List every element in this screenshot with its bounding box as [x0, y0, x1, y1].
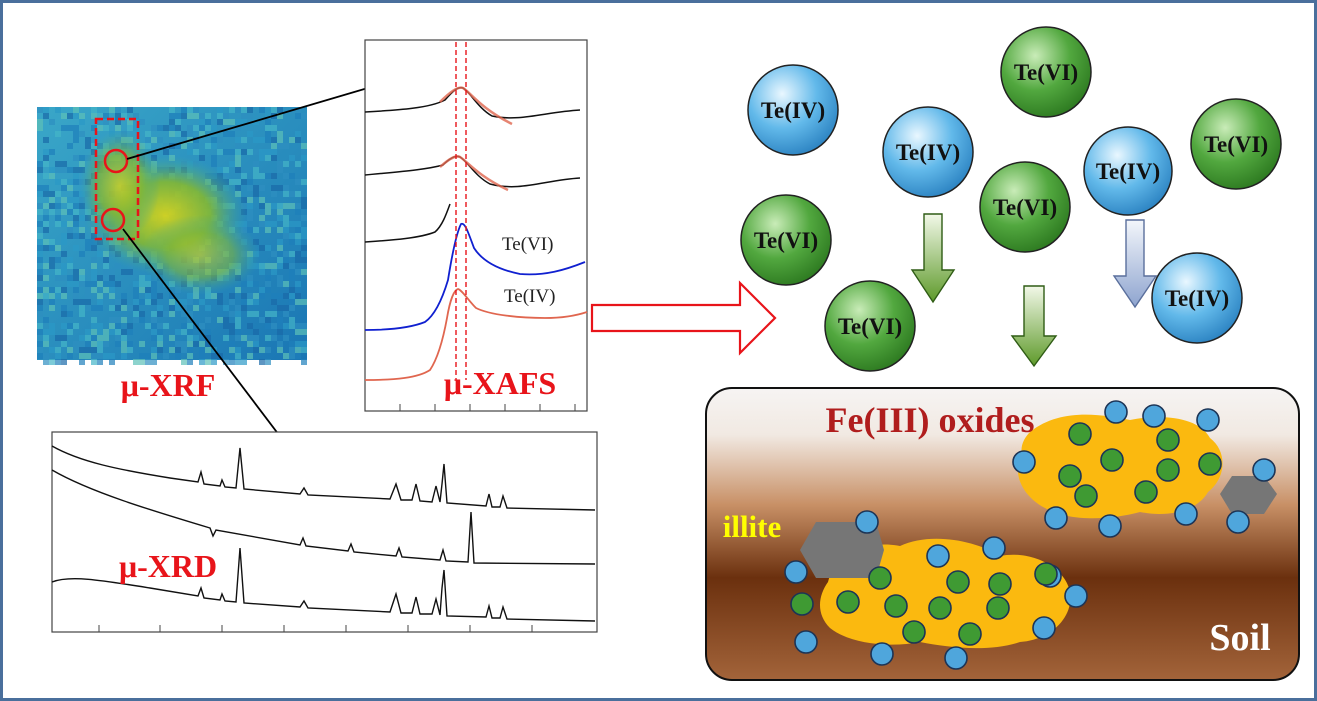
fe-oxides-label: Fe(III) oxides [826, 400, 1035, 440]
adsorbed-te-iv-dot [1196, 408, 1220, 432]
uxrd-panel [51, 431, 598, 633]
adsorbed-te-vi-dot [790, 592, 814, 616]
adsorbed-te-vi-dot [1198, 452, 1222, 476]
te-iv-reference-curve [364, 288, 588, 381]
particle-te-vi: Te(VI) [824, 280, 916, 372]
illite-particle-2 [1220, 476, 1277, 514]
particle-te-iv: Te(IV) [1083, 126, 1173, 216]
illite-label: illite [723, 509, 782, 544]
arrow-down-icon-1 [910, 213, 956, 304]
adsorbed-te-iv-dot [794, 630, 818, 654]
xrd-pattern-1 [51, 445, 596, 511]
pointer-to-xrd [122, 228, 305, 470]
soil-box [705, 387, 1300, 681]
particle-label: Te(VI) [754, 228, 818, 253]
adsorbed-te-iv-dot [1104, 400, 1128, 424]
adsorbed-te-iv-dot [926, 544, 950, 568]
te-iv-curve-label: Te(IV) [504, 286, 555, 307]
te-vi-curve-label: Te(VI) [502, 234, 553, 255]
uxrf-label: μ-XRF [121, 367, 216, 403]
illite-particle-1 [800, 522, 884, 578]
xafs-fit-1 [439, 86, 513, 126]
adsorbed-te-vi-dot [1156, 428, 1180, 452]
adsorbed-te-vi-dot [928, 596, 952, 620]
adsorbed-te-iv-dot [784, 560, 808, 584]
adsorbed-te-vi-dot [1100, 448, 1124, 472]
adsorbed-te-iv-dot [870, 642, 894, 666]
adsorbed-te-vi-dot [836, 590, 860, 614]
adsorbed-te-iv-dot [1226, 510, 1250, 534]
adsorbed-te-vi-dot [946, 570, 970, 594]
adsorbed-te-vi-dot [884, 594, 908, 618]
particle-te-iv: Te(IV) [1151, 252, 1243, 344]
particle-te-vi: Te(VI) [1000, 26, 1092, 118]
adsorbed-te-iv-dot [855, 510, 879, 534]
soil-label: Soil [1209, 617, 1270, 659]
adsorbed-te-iv-dot [1044, 506, 1068, 530]
particle-label: Te(IV) [761, 98, 825, 123]
xrd-pattern-2 [51, 469, 596, 565]
xafs-fit-2 [439, 155, 509, 192]
adsorbed-te-vi-dot [868, 566, 892, 590]
adsorbed-te-iv-dot [982, 536, 1006, 560]
adsorbed-te-vi-dot [1074, 484, 1098, 508]
spot-2-marker [100, 207, 126, 233]
adsorbed-te-iv-dot [1064, 584, 1088, 608]
adsorbed-te-iv-dot [1142, 404, 1166, 428]
xrd-pattern-3 [51, 547, 596, 622]
te-vi-reference-curve [364, 222, 586, 331]
spot-1-marker [103, 148, 129, 174]
adsorbed-te-vi-dot [1134, 480, 1158, 504]
adsorbed-te-iv-dot [944, 646, 968, 670]
adsorbed-te-vi-dot [1068, 422, 1092, 446]
adsorbed-te-iv-dot [1252, 458, 1276, 482]
uxafs-panel [364, 39, 588, 412]
particle-label: Te(IV) [896, 140, 960, 165]
adsorbed-te-vi-dot [1058, 464, 1082, 488]
adsorbed-te-iv-dot [1012, 450, 1036, 474]
uxafs-label: μ-XAFS [444, 365, 556, 401]
adsorbed-te-iv-dot [1032, 616, 1056, 640]
particle-label: Te(VI) [993, 195, 1057, 220]
adsorbed-te-vi-dot [986, 596, 1010, 620]
arrow-down-icon-3 [1112, 219, 1158, 309]
particle-te-vi: Te(VI) [979, 161, 1071, 253]
fe-oxide-aggregate-2 [820, 538, 1071, 649]
adsorbed-te-vi-dot [988, 572, 1012, 596]
pointer-to-xafs [126, 76, 397, 160]
uxrd-label: μ-XRD [119, 548, 217, 584]
particle-label: Te(VI) [1204, 132, 1268, 157]
arrow-right-icon [590, 280, 777, 356]
adsorbed-te-iv-dot [1174, 502, 1198, 526]
adsorbed-te-iv-dot [1098, 514, 1122, 538]
uxrf-map [37, 76, 397, 470]
particle-label: Te(VI) [1014, 60, 1078, 85]
particle-te-iv: Te(IV) [747, 64, 839, 156]
selection-box [94, 117, 140, 241]
arrow-down-icon-2 [1010, 285, 1058, 368]
particle-label: Te(IV) [1096, 159, 1160, 184]
particle-label: Te(IV) [1165, 286, 1229, 311]
particle-label: Te(VI) [838, 314, 902, 339]
adsorbed-te-vi-dot [1156, 458, 1180, 482]
adsorbed-te-vi-dot [1034, 562, 1058, 586]
adsorbed-te-vi-dot [958, 622, 982, 646]
particle-te-vi: Te(VI) [1190, 98, 1282, 190]
particle-te-vi: Te(VI) [740, 194, 832, 286]
adsorbed-te-vi-dot [902, 620, 926, 644]
particle-te-iv: Te(IV) [882, 106, 974, 198]
